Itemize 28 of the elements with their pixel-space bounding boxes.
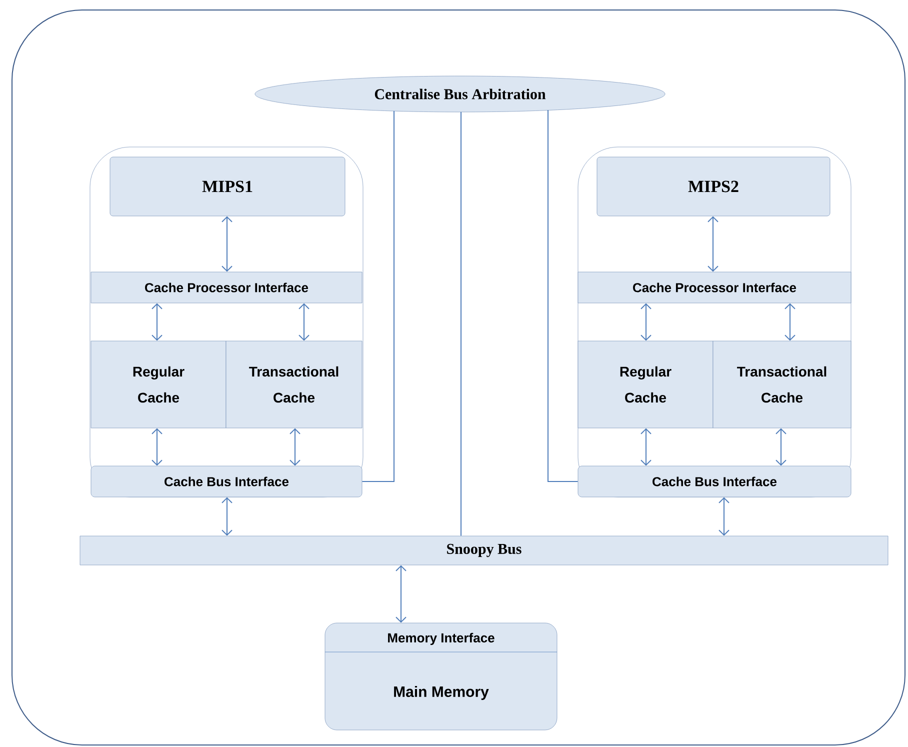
connector-line — [460, 112, 462, 536]
arrow — [640, 303, 652, 341]
interface-band: Cache Processor Interface — [578, 272, 852, 304]
bus-bar: Snoopy Bus — [80, 536, 888, 566]
interface-band: Cache Bus Interface — [90, 466, 362, 498]
arrow — [396, 565, 406, 623]
arrow — [708, 216, 718, 272]
interface-band: Cache Processor Interface — [90, 272, 362, 304]
processor-box: MIPS2 — [596, 156, 830, 216]
arrow — [776, 428, 786, 466]
connector-line — [362, 110, 394, 482]
arrow — [290, 428, 300, 466]
cache-box: Regular Cache — [578, 340, 714, 428]
processor-box: MIPS1 — [110, 156, 346, 216]
cache-box: Transactional Cache — [712, 340, 852, 428]
connector-line — [548, 110, 578, 482]
memory-box: Memory Interface Main Memory — [324, 622, 558, 730]
cache-box: Transactional Cache — [226, 340, 362, 428]
arrow — [784, 303, 796, 341]
arrow — [152, 428, 162, 466]
arrow — [222, 497, 232, 536]
interface-band: Cache Bus Interface — [578, 466, 852, 498]
arrow — [640, 428, 652, 466]
cache-box: Regular Cache — [90, 340, 226, 428]
arrow — [222, 216, 232, 272]
arrow — [152, 303, 162, 341]
arrow — [298, 303, 310, 341]
arrow — [718, 497, 730, 536]
